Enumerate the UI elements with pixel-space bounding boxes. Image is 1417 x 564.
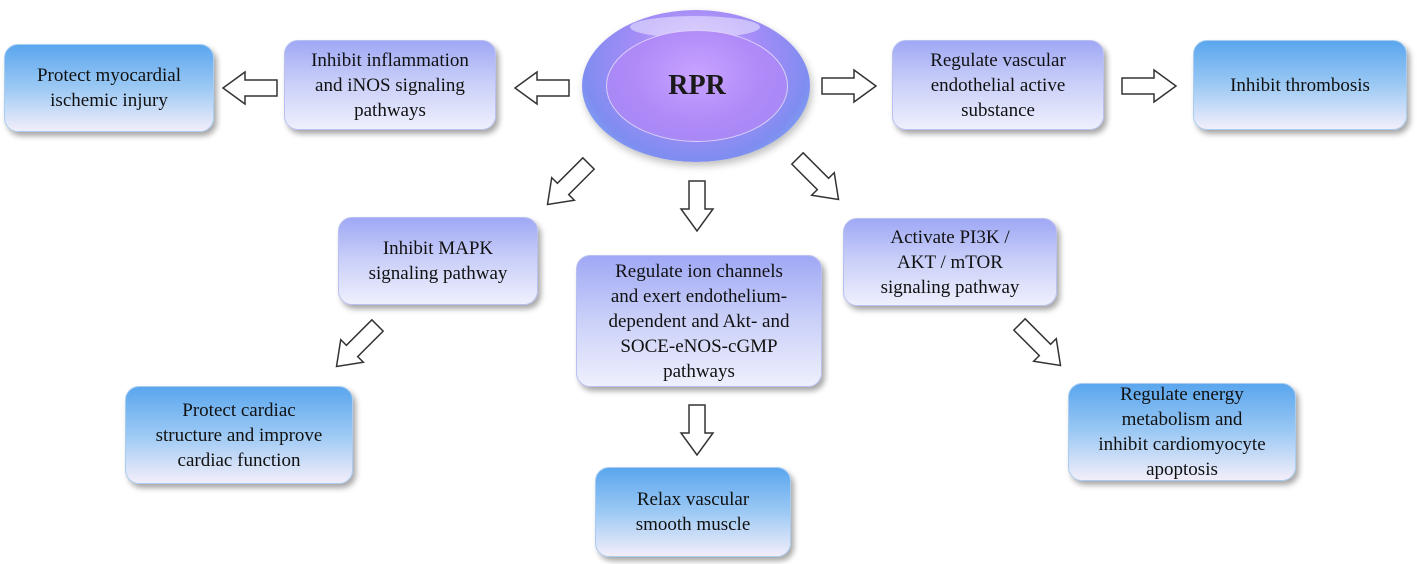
arrow-mapk-to-cardiac-structure xyxy=(335,318,385,368)
box-regulate-vascular-endothelial-label: Regulate vascular endothelial active sub… xyxy=(930,49,1066,121)
box-inhibit-thrombosis: Inhibit thrombosis xyxy=(1193,40,1407,130)
arrow-rpr-to-vascular-endothelial xyxy=(821,68,878,104)
box-protect-cardiac-structure-label: Protect cardiac structure and improve ca… xyxy=(155,399,323,471)
arrow-rpr-to-mapk xyxy=(546,156,596,206)
arrow-rpr-to-ion-channels xyxy=(679,180,715,233)
rpr-label: RPR xyxy=(668,70,726,101)
box-inhibit-mapk: Inhibit MAPK signaling pathway xyxy=(338,217,538,305)
box-regulate-energy: Regulate energy metabolism and inhibit c… xyxy=(1068,383,1296,481)
arrow-ion-channels-to-relax xyxy=(679,404,715,457)
arrow-rpr-to-inflammation xyxy=(513,70,570,106)
arrow-inflammation-to-myocardial xyxy=(221,70,278,106)
box-activate-pi3k: Activate PI3K / AKT / mTOR signaling pat… xyxy=(843,218,1057,306)
box-protect-myocardial-label: Protect myocardial ischemic injury xyxy=(36,65,182,111)
box-protect-cardiac-structure: Protect cardiac structure and improve ca… xyxy=(125,386,353,484)
arrow-pi3k-to-energy xyxy=(1012,317,1062,367)
box-inhibit-mapk-label: Inhibit MAPK signaling pathway xyxy=(368,238,508,284)
box-protect-myocardial: Protect myocardial ischemic injury xyxy=(4,44,214,132)
box-activate-pi3k-label: Activate PI3K / AKT / mTOR signaling pat… xyxy=(880,226,1020,298)
arrow-rpr-to-pi3k xyxy=(790,151,840,201)
box-regulate-vascular-endothelial: Regulate vascular endothelial active sub… xyxy=(892,40,1104,130)
box-inhibit-thrombosis-label: Inhibit thrombosis xyxy=(1230,74,1370,96)
rpr-node: RPR xyxy=(606,30,788,142)
box-inhibit-inflammation: Inhibit inflammation and iNOS signaling … xyxy=(284,40,496,130)
box-regulate-ion-channels-label: Regulate ion channels and exert endothel… xyxy=(608,260,790,382)
box-regulate-energy-label: Regulate energy metabolism and inhibit c… xyxy=(1098,384,1266,480)
box-relax-vascular: Relax vascular smooth muscle xyxy=(595,467,791,557)
arrow-endothelial-to-thrombosis xyxy=(1121,68,1178,104)
box-inhibit-inflammation-label: Inhibit inflammation and iNOS signaling … xyxy=(311,49,469,121)
box-regulate-ion-channels: Regulate ion channels and exert endothel… xyxy=(576,255,822,387)
box-relax-vascular-label: Relax vascular smooth muscle xyxy=(635,489,751,535)
